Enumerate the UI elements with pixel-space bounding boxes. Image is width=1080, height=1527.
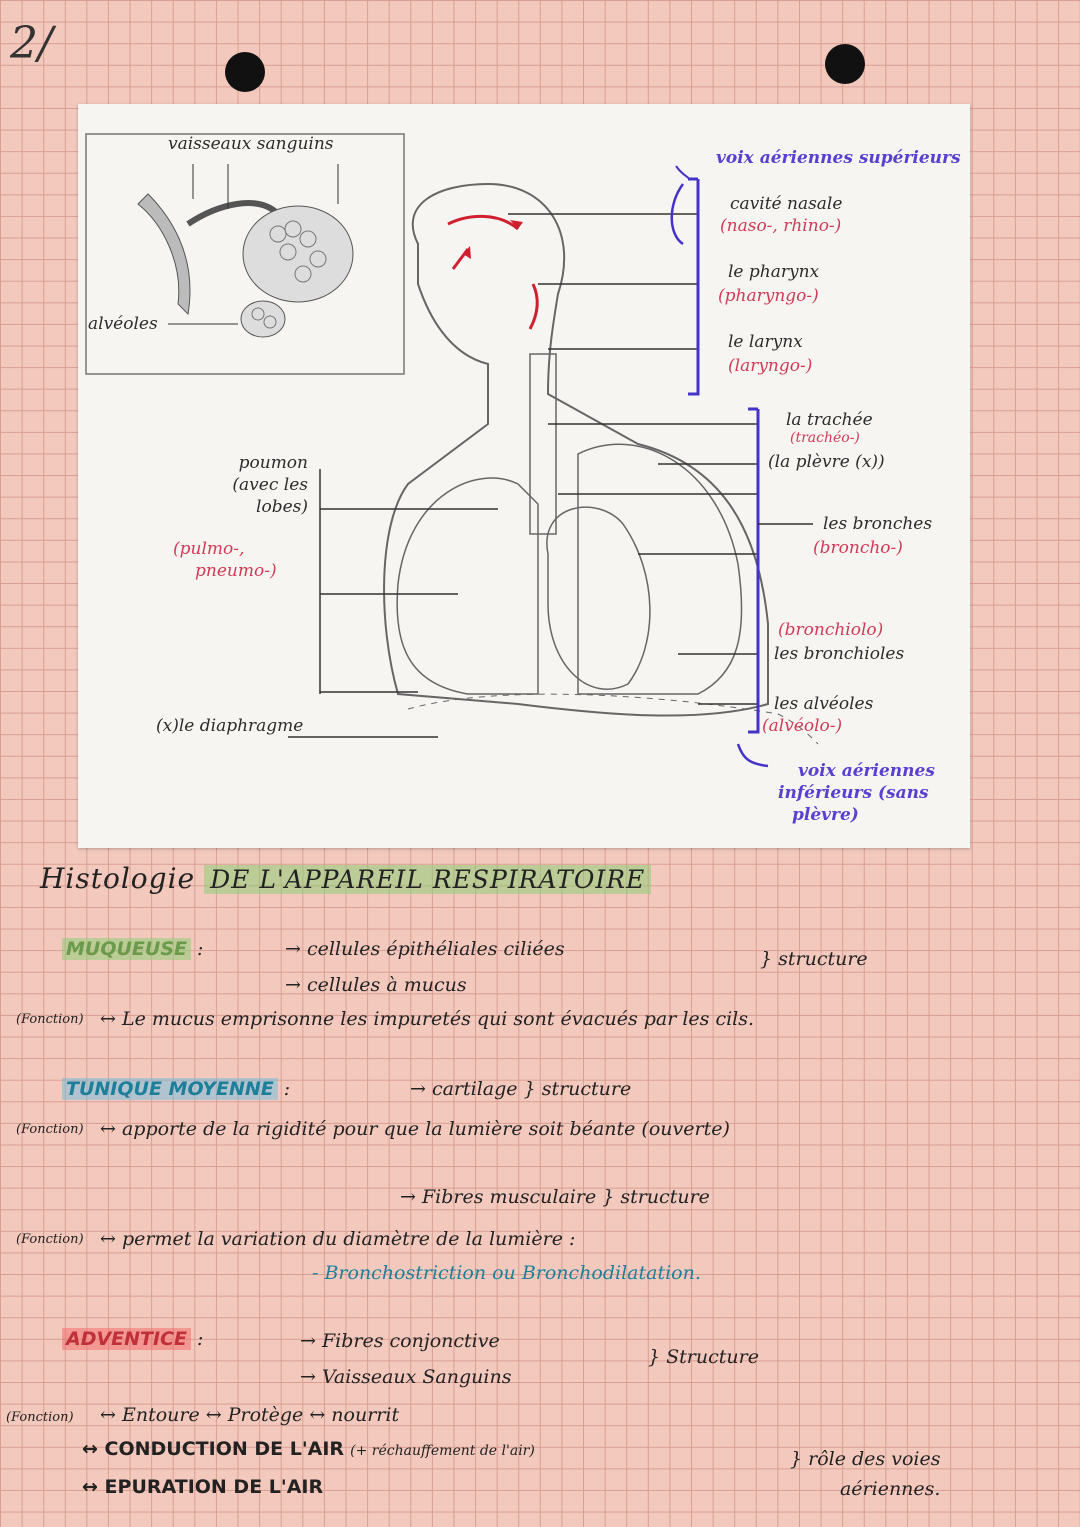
respiratory-diagram-card: vaisseaux sanguins alvéoles poumon (avec… — [78, 104, 970, 848]
tunique-item-2: → Fibres musculaire } structure — [400, 1186, 710, 1208]
adventice-fonction-tag: (Fonction) — [6, 1410, 74, 1425]
label-poumon: poumon (avec les lobes) — [232, 453, 308, 517]
title-prefix: Histologie — [40, 862, 196, 895]
label-trachee: la trachée — [786, 410, 873, 430]
label-bronches: les bronches — [823, 514, 933, 534]
adventice-line-3: ↔ EPURATION DE L'AIR — [82, 1476, 324, 1498]
page-number: 2/ — [10, 18, 53, 69]
label-vaisseaux: vaisseaux sanguins — [168, 134, 334, 154]
adventice-label: ADVENTICE : — [62, 1328, 203, 1350]
tunique-fonction-2: ↔ permet la variation du diamètre de la … — [100, 1228, 576, 1250]
adventice-role: } rôle des voies aériennes. — [790, 1448, 941, 1500]
punch-hole-right — [825, 44, 865, 84]
label-trachee-prefix: (trachéo-) — [790, 430, 860, 446]
muqueuse-fonction: ↔ Le mucus emprisonne les impuretés qui … — [100, 1008, 755, 1030]
label-cavite: cavité nasale — [730, 194, 843, 214]
label-alveoles: les alvéoles — [774, 694, 874, 714]
muqueuse-structure: } structure — [760, 948, 868, 970]
label-poumon-prefix: (pulmo-, pneumo-) — [173, 539, 277, 581]
respiratory-diagram — [85, 133, 819, 768]
label-pharynx-prefix: (pharyngo-) — [718, 286, 819, 306]
label-bronches-prefix: (broncho-) — [813, 538, 903, 558]
muqueuse-fonction-tag: (Fonction) — [16, 1012, 84, 1027]
muqueuse-label: MUQUEUSE : — [62, 938, 203, 960]
label-plevre: (la plèvre (x)) — [768, 452, 885, 472]
tunique-variation: - Bronchostriction ou Bronchodilatation. — [312, 1262, 701, 1284]
label-diaphragme: (x)le diaphragme — [156, 716, 304, 736]
inset-frame — [85, 133, 405, 375]
notes-title: Histologie DE L'APPAREIL RESPIRATOIRE — [40, 862, 652, 895]
tunique-fonction-tag-2: (Fonction) — [16, 1232, 84, 1247]
label-alveoles-prefix: (alvéolo-) — [762, 716, 843, 736]
muqueuse-item-2: → cellules à mucus — [285, 974, 467, 996]
tunique-fonction-1: ↔ apporte de la rigidité pour que la lum… — [100, 1118, 730, 1140]
label-larynx: le larynx — [728, 332, 803, 352]
adventice-structure: } Structure — [648, 1346, 759, 1368]
punch-hole-left — [225, 52, 265, 92]
label-bronchioles: les bronchioles — [774, 644, 905, 664]
tunique-fonction-tag-1: (Fonction) — [16, 1122, 84, 1137]
adventice-item-2: → Vaisseaux Sanguins — [300, 1366, 512, 1388]
tunique-label: TUNIQUE MOYENNE : — [62, 1078, 290, 1100]
label-voix-inferieures: voix aériennes inférieurs (sans plèvre) — [778, 761, 935, 825]
title-rest: DE L'APPAREIL RESPIRATOIRE — [204, 865, 652, 894]
adventice-line-1: ↔ Entoure ↔ Protège ↔ nourrit — [100, 1404, 400, 1426]
label-alveoles-inset: alvéoles — [88, 314, 158, 334]
label-bronchioles-prefix: (bronchiolo) — [778, 620, 884, 640]
label-larynx-prefix: (laryngo-) — [728, 356, 813, 376]
label-pharynx: le pharynx — [728, 262, 820, 282]
adventice-item-1: → Fibres conjonctive — [300, 1330, 500, 1352]
tunique-item-1: → cartilage } structure — [410, 1078, 632, 1100]
adventice-line-2: ↔ CONDUCTION DE L'AIR (+ réchauffement d… — [82, 1438, 535, 1460]
muqueuse-item-1: → cellules épithéliales ciliées — [285, 938, 565, 960]
label-cavite-prefix: (naso-, rhino-) — [720, 216, 842, 236]
label-voix-superieures: voix aériennes supérieurs — [716, 148, 961, 168]
